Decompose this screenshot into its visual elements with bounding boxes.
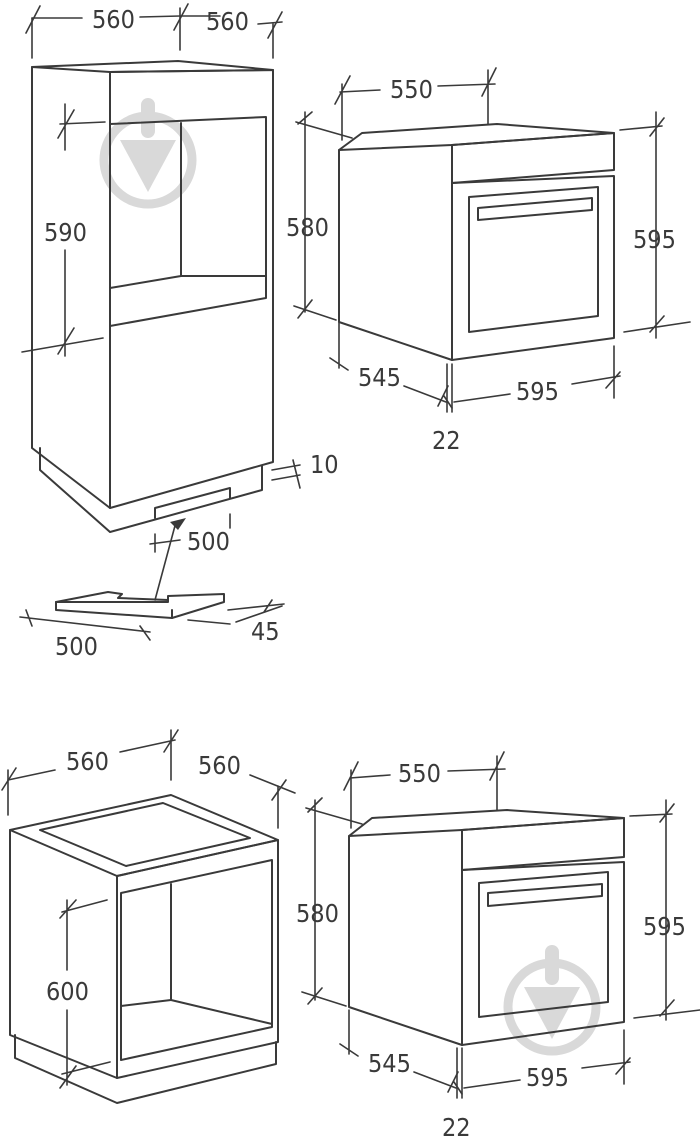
tall-cabinet-niche-height-label: 590 (44, 218, 87, 247)
tall-cabinet-dimensions (21, 3, 301, 601)
oven-bottom-depth-label: 550 (398, 759, 441, 788)
oven-bottom-front-thickness-label: 22 (442, 1113, 471, 1142)
watermark-icon-bottom (503, 945, 601, 1056)
tall-cabinet-depth-label: 560 (206, 7, 249, 36)
base-cabinet-width-label: 560 (66, 747, 109, 776)
oven-drawing-bottom (348, 809, 625, 1046)
oven-bottom-side-depth-label: 545 (368, 1049, 411, 1078)
base-cabinet-drawing (9, 794, 279, 1104)
plinth-gap-label: 10 (310, 450, 339, 479)
oven-bottom-total-height-label: 595 (643, 912, 686, 941)
vent-opening-width-label: 500 (187, 527, 230, 556)
oven-bottom-body-height-label: 580 (296, 899, 339, 928)
oven-dimensions-bottom (301, 751, 700, 1099)
oven-top-depth-label: 550 (390, 75, 433, 104)
vent-panel-drawing (19, 591, 285, 641)
oven-drawing-top (338, 123, 615, 361)
oven-top-front-thickness-label: 22 (432, 426, 461, 455)
watermark-icon-top (99, 98, 197, 209)
oven-top-total-height-label: 595 (633, 225, 676, 254)
vent-panel-depth-label: 45 (251, 617, 280, 646)
base-cabinet-depth-label: 560 (198, 751, 241, 780)
oven-top-body-height-label: 580 (286, 213, 329, 242)
oven-dimensions-top (293, 67, 691, 413)
oven-top-width-label: 595 (516, 377, 559, 406)
oven-top-side-depth-label: 545 (358, 363, 401, 392)
tall-cabinet-drawing (31, 60, 274, 533)
vent-panel-width-label: 500 (55, 632, 98, 661)
base-cabinet-dimensions (1, 729, 296, 1089)
oven-bottom-width-label: 595 (526, 1063, 569, 1092)
tall-cabinet-width-label: 560 (92, 5, 135, 34)
base-cabinet-niche-height-label: 600 (46, 977, 89, 1006)
